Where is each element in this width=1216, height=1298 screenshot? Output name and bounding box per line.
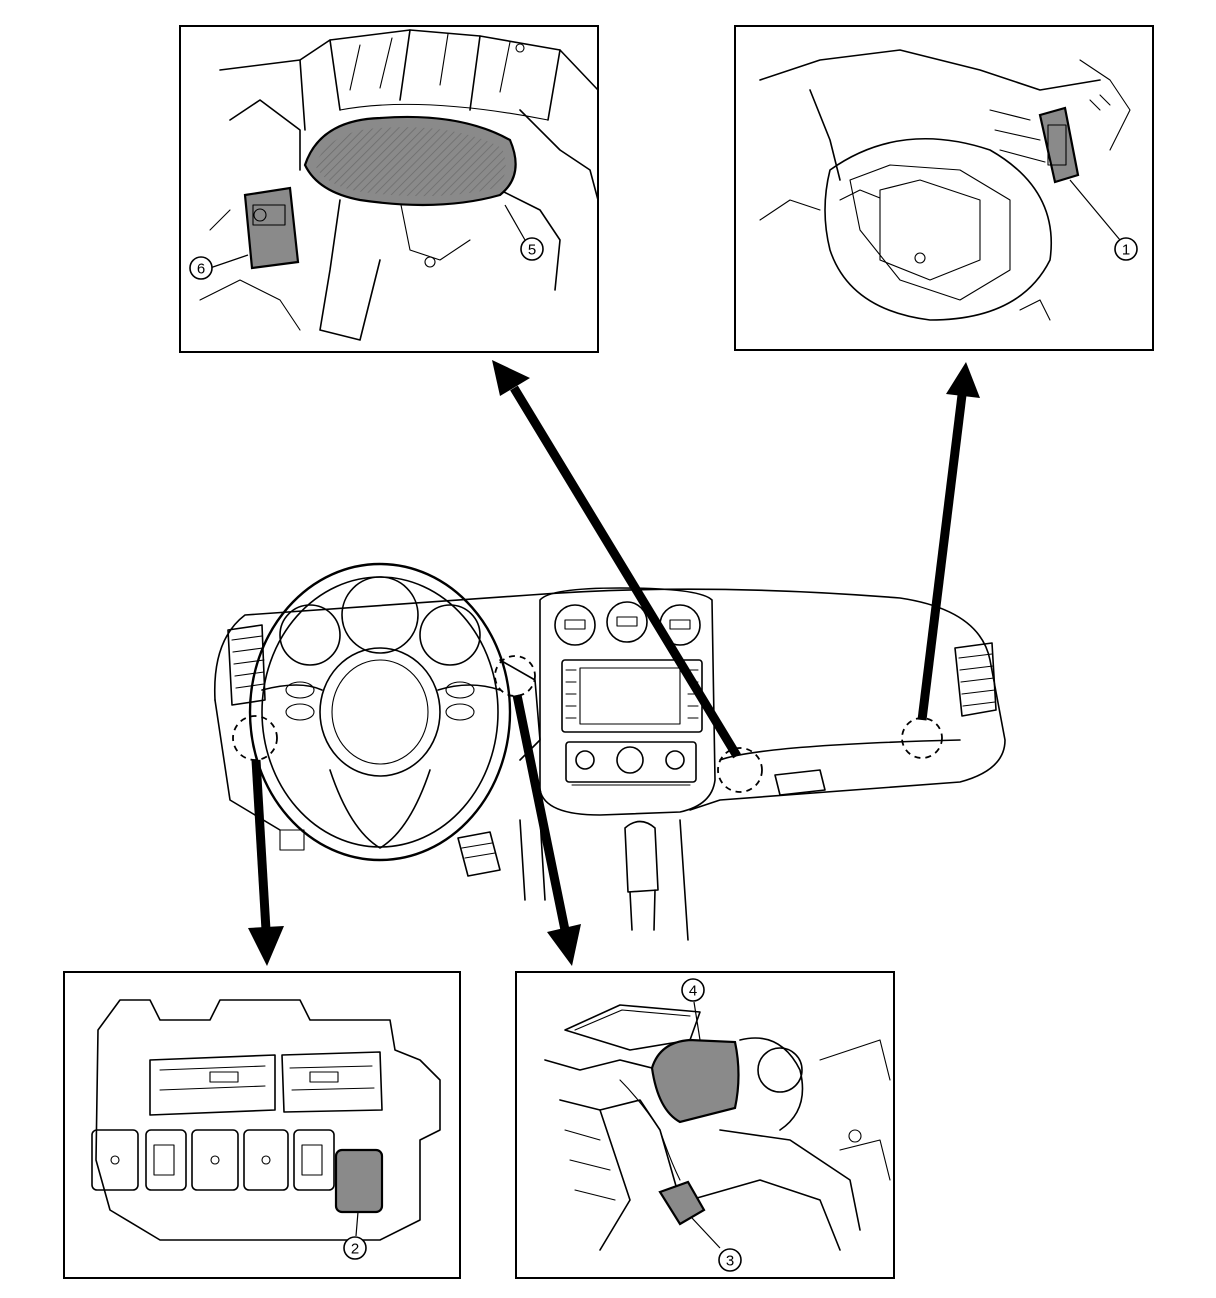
detail-panel-top-right xyxy=(734,25,1154,351)
arrow-to-panel-top-left xyxy=(492,360,741,759)
callout-1-label: 1 xyxy=(1122,242,1130,259)
instrument-panel-drawing xyxy=(213,562,1006,941)
callout-6: 6 xyxy=(189,256,213,280)
location-marker-5-6 xyxy=(717,747,763,793)
component-5-blower-case xyxy=(303,115,517,207)
junction-block-drawing xyxy=(91,999,441,1241)
arrow-to-panel-bottom-left xyxy=(248,759,284,966)
right-vent xyxy=(954,642,997,717)
location-marker-3-4 xyxy=(494,655,536,697)
callout-3-label: 3 xyxy=(726,1253,734,1270)
detail-panel-top-left xyxy=(179,25,599,353)
component-1-sensor xyxy=(1038,106,1080,184)
component-2-relay xyxy=(334,1148,384,1214)
callout-1: 1 xyxy=(1114,237,1138,261)
component-4-module xyxy=(650,1038,740,1124)
callout-2: 2 xyxy=(343,1236,367,1260)
blower-motor-drawing xyxy=(759,49,1131,321)
callout-5: 5 xyxy=(520,237,544,261)
callout-5-label: 5 xyxy=(528,242,536,259)
location-marker-2 xyxy=(232,715,278,761)
component-6-module xyxy=(243,186,300,270)
callout-4-label: 4 xyxy=(689,983,697,1000)
callout-6-label: 6 xyxy=(197,261,205,278)
callout-2-label: 2 xyxy=(351,1241,359,1258)
callout-4: 4 xyxy=(681,978,705,1002)
component-3-sensor xyxy=(658,1180,706,1226)
detail-panel-bottom-right xyxy=(515,971,895,1279)
steering-wheel xyxy=(248,562,512,862)
console-area-drawing xyxy=(544,1004,891,1251)
center-stack xyxy=(539,587,716,816)
detail-panel-bottom-left xyxy=(63,971,461,1279)
left-vent xyxy=(227,624,266,706)
arrow-to-panel-top-right xyxy=(917,362,980,721)
hvac-duct-drawing xyxy=(199,29,599,341)
arrow-to-panel-bottom-right xyxy=(512,694,581,966)
callout-3: 3 xyxy=(718,1248,742,1272)
location-marker-1 xyxy=(901,717,943,759)
